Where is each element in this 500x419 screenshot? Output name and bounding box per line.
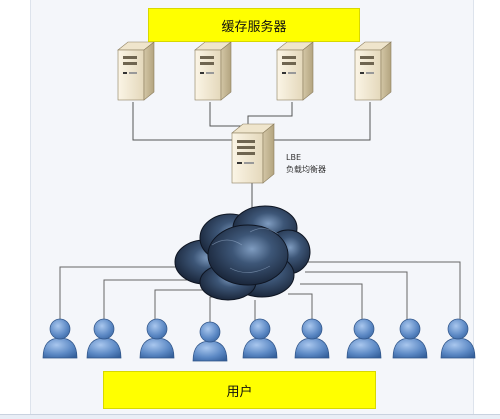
network-cloud-icon xyxy=(174,205,311,301)
server-tower-icon xyxy=(194,41,232,101)
user-person-icon xyxy=(294,318,330,359)
load-balancer-caption: LBE 负载均衡器 xyxy=(286,152,326,176)
load-balancer-icon xyxy=(231,123,275,184)
user-person-icon xyxy=(440,318,476,359)
server-tower-icon xyxy=(117,41,155,101)
link-server-1 xyxy=(132,102,240,141)
user-links xyxy=(59,261,461,322)
user-person-icon xyxy=(86,318,122,359)
link-server-3 xyxy=(247,102,293,130)
user-person-icon xyxy=(139,318,175,359)
server-tower-icon xyxy=(354,41,392,101)
users xyxy=(42,318,476,362)
load-balancer-description: 负载均衡器 xyxy=(286,165,326,174)
user-person-icon xyxy=(242,318,278,359)
user-person-icon xyxy=(392,318,428,359)
cache-servers-label: 缓存服务器 xyxy=(148,8,360,42)
load-balancer-name: LBE xyxy=(286,153,301,162)
user-person-icon xyxy=(192,321,228,362)
link-server-2 xyxy=(209,102,245,130)
user-person-icon xyxy=(42,318,78,359)
link-server-4 xyxy=(272,102,371,141)
bottom-border xyxy=(0,414,500,419)
users-label: 用户 xyxy=(103,371,376,409)
cache-servers xyxy=(117,41,392,101)
server-tower-icon xyxy=(276,41,314,101)
user-person-icon xyxy=(346,318,382,359)
